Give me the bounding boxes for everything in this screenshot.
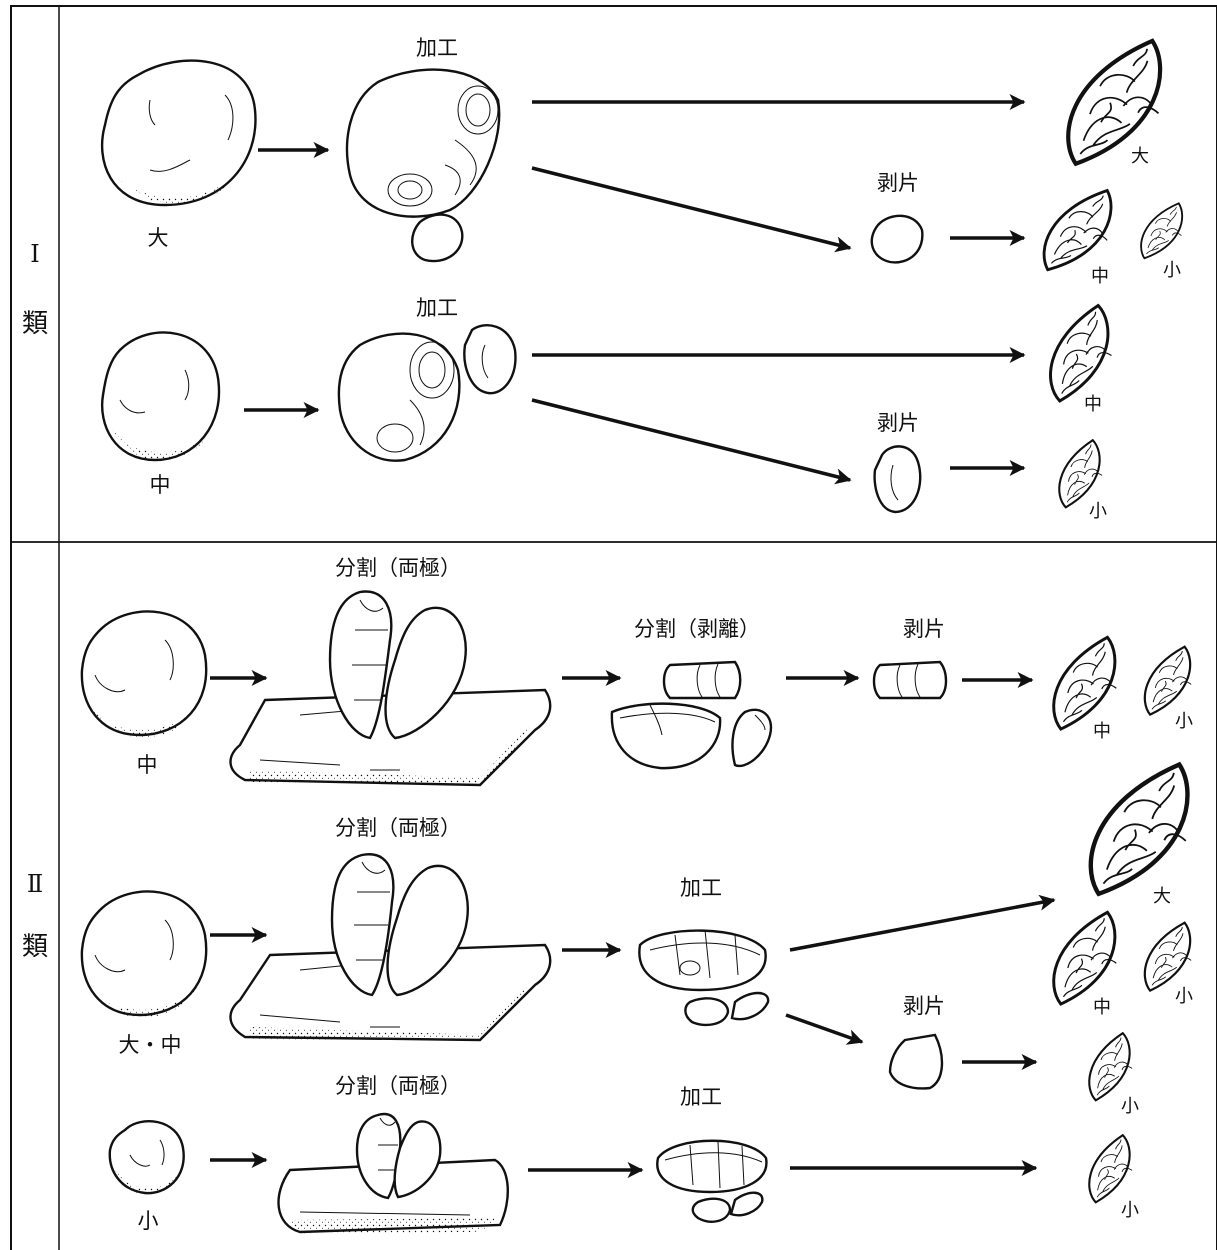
- s2r2-point-small: [1130, 922, 1205, 990]
- s2r2-point-medium: [1033, 912, 1135, 1004]
- s2r2-point-large: [1065, 764, 1212, 894]
- s2r1-point-medium: [1033, 637, 1135, 729]
- s2r3-cobble-size: 小: [138, 1209, 159, 1233]
- s2r1-flake: [874, 662, 946, 698]
- s1r1-cobble-size: 大: [148, 226, 169, 250]
- s2r1-step-label: 分割（両極）: [335, 556, 461, 580]
- s2r2-product-2: 中: [1093, 997, 1111, 1018]
- s1r2-product-2: 小: [1089, 501, 1107, 522]
- s1r1-point-large: [1044, 40, 1184, 164]
- s2r3-worked-core: [657, 1141, 766, 1222]
- s2r1-product-2: 小: [1175, 711, 1193, 732]
- s1r1-flake-label: 剥片: [877, 171, 919, 195]
- svg-text:Ⅰ: Ⅰ: [30, 240, 39, 268]
- section-1-label: Ⅰ 類: [22, 240, 48, 339]
- s2r2-cobble-size: 大・中: [119, 1033, 182, 1057]
- svg-text:Ⅱ: Ⅱ: [27, 870, 43, 898]
- s2r2-flake-label: 剥片: [903, 994, 945, 1018]
- s2r1-point-small: [1130, 646, 1205, 714]
- s1r2-flake: [875, 446, 921, 512]
- s2r2-product-1: 大: [1153, 886, 1171, 907]
- s1r2-worked-core: [339, 325, 516, 460]
- s2r1-anvil-split: [230, 592, 550, 785]
- s2r1-second-step-label: 分割（剥離）: [634, 617, 760, 641]
- s1r1-arrow-3: [532, 168, 850, 248]
- s2r2-arrow-4: [786, 1015, 862, 1042]
- s2r1-cobble-size: 中: [137, 753, 158, 777]
- s2r2-flake: [890, 1035, 942, 1088]
- s2r2-second-step-label: 加工: [680, 876, 722, 900]
- svg-text:類: 類: [22, 309, 48, 339]
- s2r2-cobble: [82, 891, 206, 1017]
- s2r1-split-fragments: [612, 662, 771, 768]
- s1r2-point-small: [1043, 440, 1116, 508]
- s2r3-step-label: 分割（両極）: [335, 1074, 461, 1098]
- s1r1-product-2: 中: [1091, 266, 1109, 287]
- s2r2-product-3: 小: [1175, 986, 1193, 1007]
- svg-text:類: 類: [22, 932, 48, 962]
- s2r3-cobble: [110, 1121, 184, 1194]
- s1r1-cobble: [102, 61, 255, 205]
- s2r2-arrow-3: [790, 900, 1054, 950]
- s2r2-worked-core: [639, 930, 768, 1025]
- s1r2-flake-label: 剥片: [877, 411, 919, 435]
- s1r2-cobble-size: 中: [150, 473, 171, 497]
- s2r1-cobble: [82, 611, 206, 737]
- s2r2-step-label: 分割（両極）: [335, 816, 461, 840]
- s2r1-flake-label: 剥片: [903, 617, 945, 641]
- s1r1-product-1: 大: [1131, 146, 1149, 167]
- s1r2-step-label: 加工: [416, 296, 458, 320]
- s1r1-flake: [872, 216, 923, 263]
- s2r3-product-1: 小: [1121, 1200, 1139, 1221]
- s1r1-worked-core: [347, 70, 499, 261]
- s1r1-point-medium: [1031, 190, 1124, 270]
- s1r2-point-medium: [1027, 305, 1130, 401]
- s2r3-second-step-label: 加工: [680, 1085, 722, 1109]
- s1r1-product-3: 小: [1163, 260, 1181, 281]
- s2r2-point-small-2: [1073, 1033, 1146, 1101]
- s1r2-product-1: 中: [1084, 394, 1102, 415]
- s2r3-point-small: [1073, 1135, 1146, 1203]
- s1r1-step-label: 加工: [416, 36, 458, 60]
- s2r2-product-4: 小: [1121, 1096, 1139, 1117]
- s1r2-arrow-3: [532, 400, 850, 480]
- s2r3-anvil-split: [279, 1114, 508, 1234]
- section-2-label: Ⅱ 類: [22, 870, 48, 962]
- s1r1-point-small: [1130, 203, 1193, 258]
- s2r2-anvil-split: [230, 854, 550, 1040]
- s2r1-product-1: 中: [1093, 721, 1111, 742]
- s1r2-cobble: [102, 332, 219, 460]
